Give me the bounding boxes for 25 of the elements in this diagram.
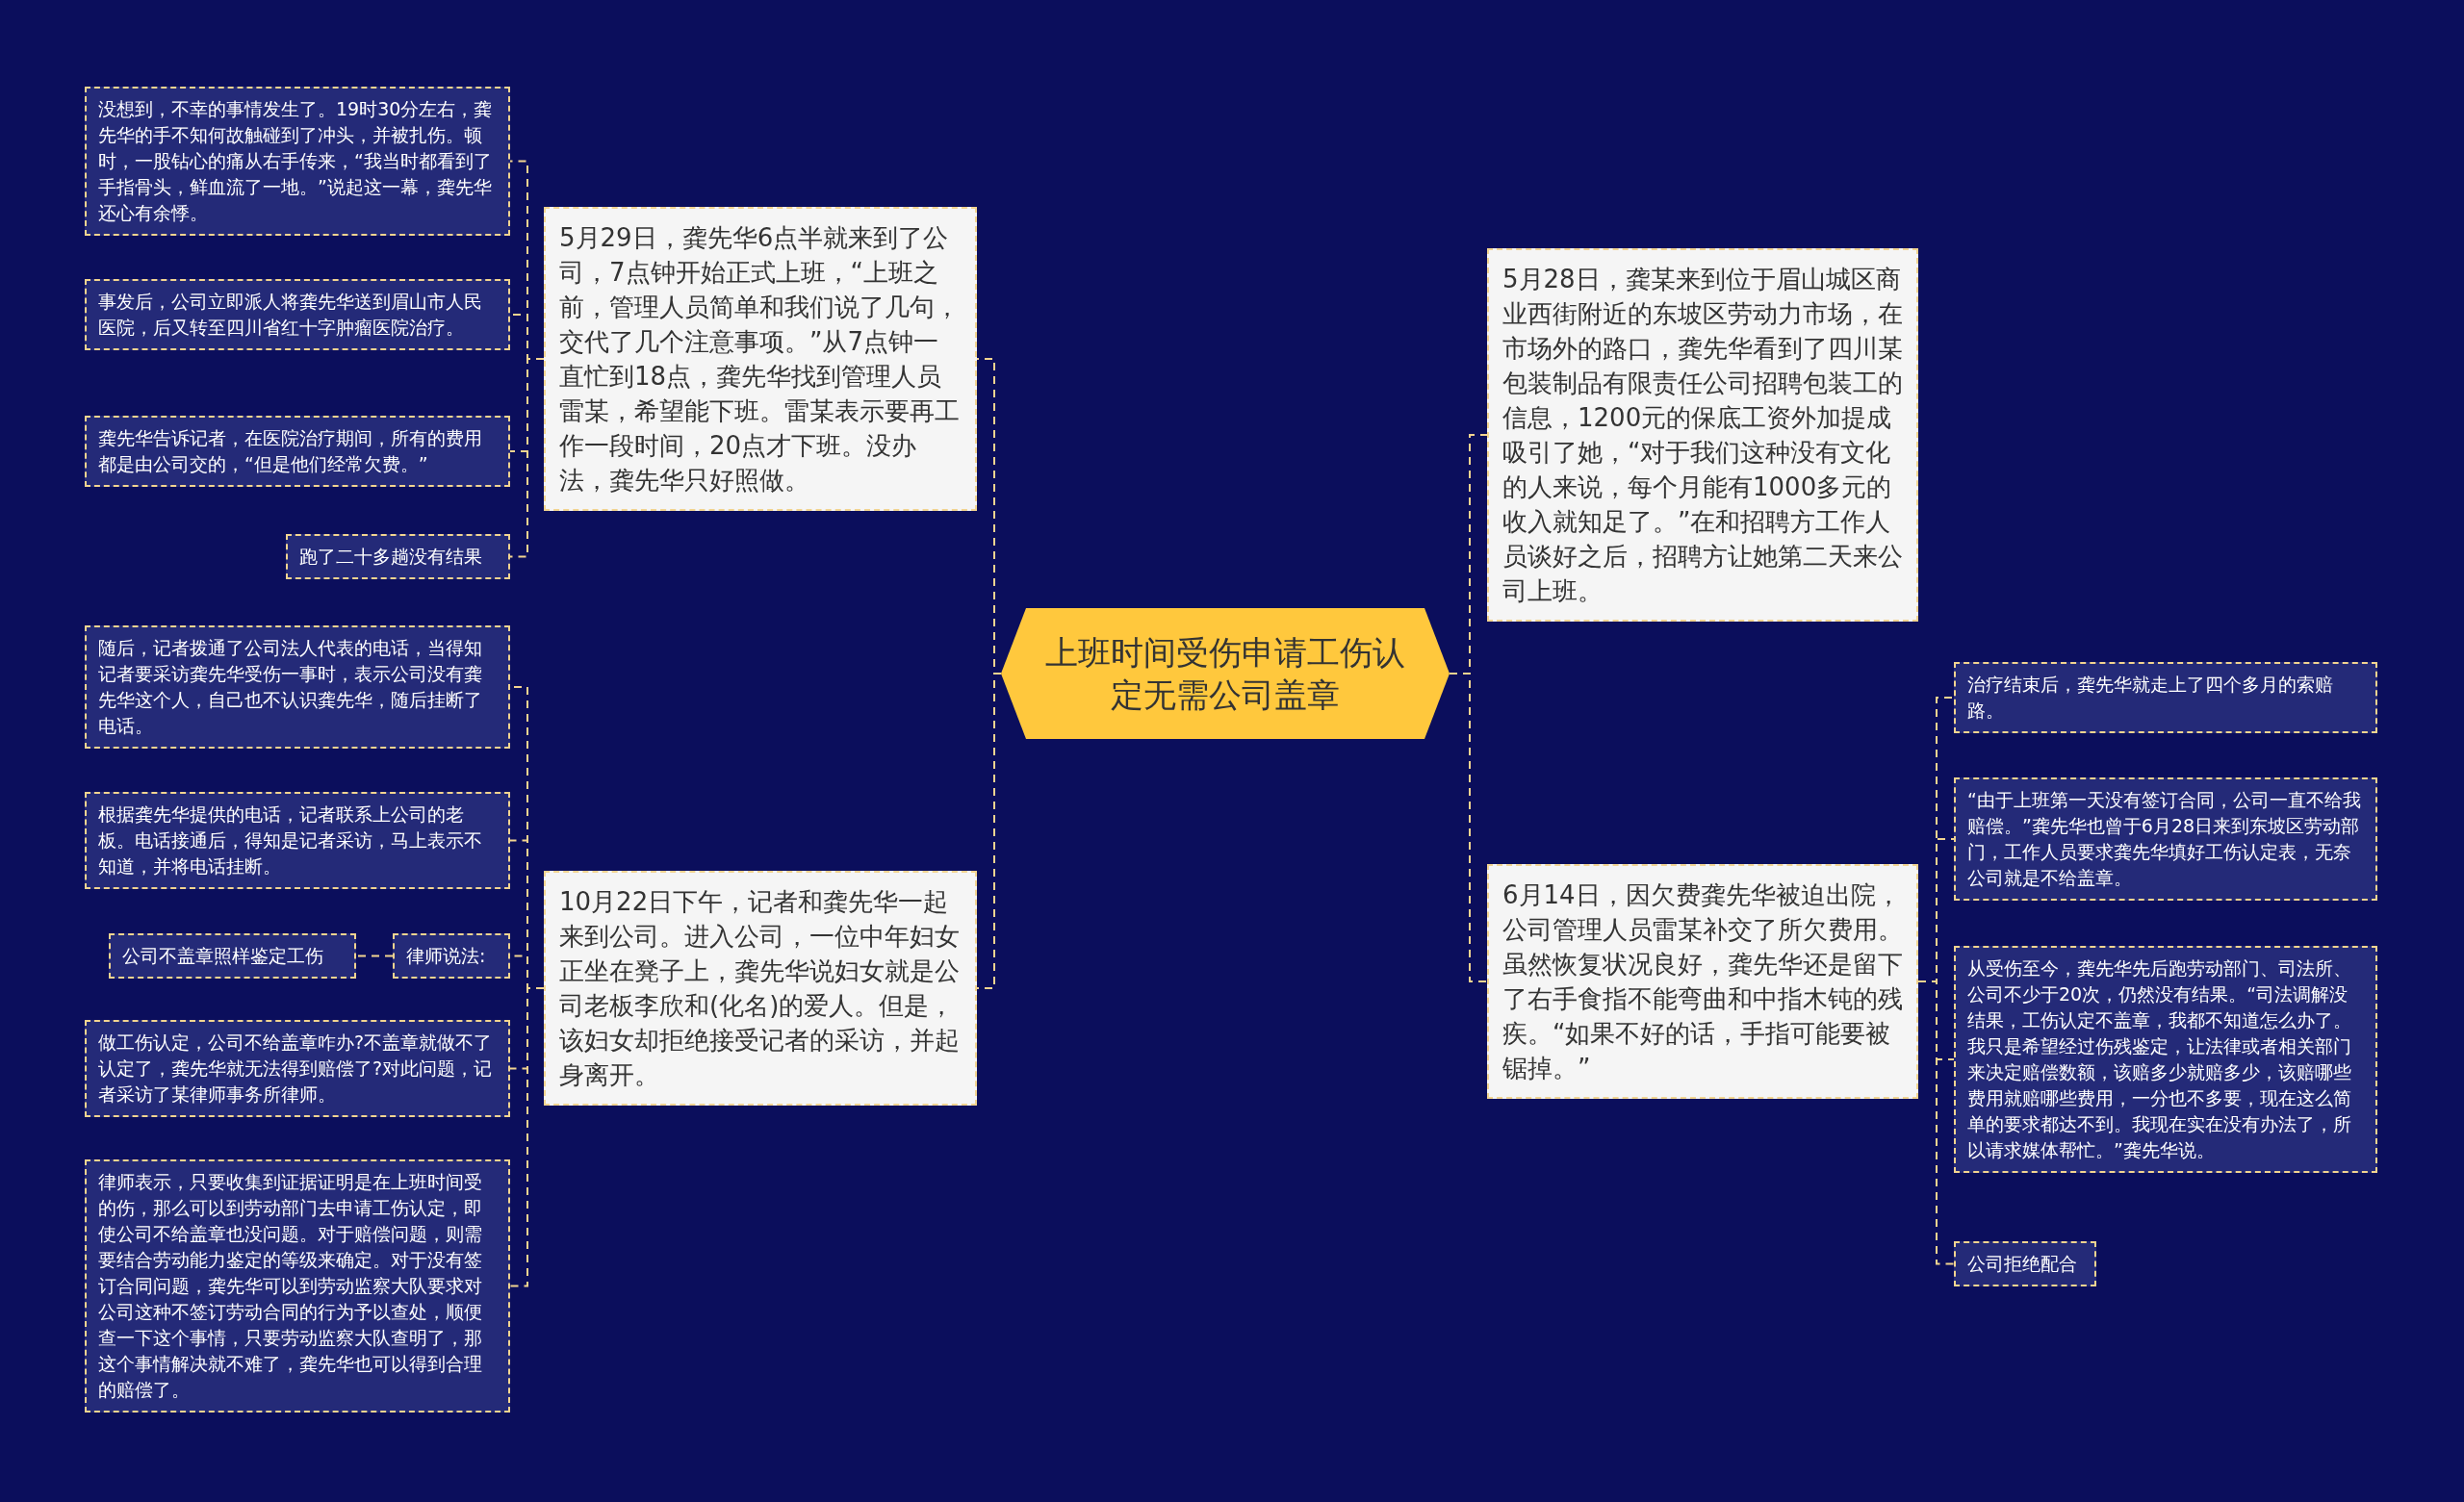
detail-card: 公司拒绝配合 bbox=[1954, 1241, 2096, 1286]
detail-card: “由于上班第一天没有签订合同，公司一直不给我赔偿。”龚先华也曾于6月28日来到东坡区劳动部门，工作人员要求龚先华填好工伤认定表，无奈公司就是不给盖章。 bbox=[1954, 777, 2377, 901]
detail-card: 龚先华告诉记者，在医院治疗期间，所有的费用都是由公司交的，“但是他们经常欠费。” bbox=[85, 416, 510, 487]
detail-card: 从受伤至今，龚先华先后跑劳动部门、司法所、公司不少于20次，仍然没有结果。“司法调解没结果，工伤认定不盖章，我都不知道怎么办了。我只是希望经过伤残鉴定，让法律或者相关部门来决定赔偿数额，该赔多少就赔多少，该赔哪些费用就赔哪些费用，一分也不多要，现在这么简单的要求都达不到。我现在实在没有办法了，所以请求媒体帮忙。”龚先华说。 bbox=[1954, 946, 2377, 1173]
connector-line bbox=[1449, 673, 1488, 982]
detail-card: 随后，记者拨通了公司法人代表的电话，当得知记者要采访龚先华受伤一事时，表示公司没有龚先华这个人，自己也不认识龚先华，随后挂断了电话。 bbox=[85, 625, 510, 749]
detail-card: 事发后，公司立即派人将龚先华送到眉山市人民医院，后又转至四川省红十字肿瘤医院治疗。 bbox=[85, 279, 510, 350]
detail-card: 没想到，不幸的事情发生了。19时30分左右，龚先华的手不知何故触碰到了冲头，并被扎伤。顿时，一股钻心的痛从右手传来，“我当时都看到了手指骨头，鲜血流了一地。”说起这一幕，龚先华还心有余悸。 bbox=[85, 87, 510, 236]
detail-card: 跑了二十多趟没有结果 bbox=[286, 534, 510, 579]
event-card: 6月14日，因欠费龚先华被迫出院，公司管理人员雷某补交了所欠费用。虽然恢复状况良好，龚先华还是留下了右手食指不能弯曲和中指木钝的残疾。“如果不好的话，手指可能要被锯掉。” bbox=[1487, 864, 1918, 1099]
detail-card: 做工伤认定，公司不给盖章咋办?不盖章就做不了认定了，龚先华就无法得到赔偿了?对此问题，记者采访了某律师事务所律师。 bbox=[85, 1020, 510, 1117]
connector-line bbox=[509, 358, 545, 558]
detail-card: 公司不盖章照样鉴定工伤 bbox=[109, 933, 356, 979]
connector-line bbox=[1917, 980, 1955, 1265]
detail-card: 根据龚先华提供的电话，记者联系上公司的老板。电话接通后，得知是记者采访，马上表示不知道，并将电话挂断。 bbox=[85, 792, 510, 889]
event-card: 5月28日，龚某来到位于眉山城区商业西街附近的东坡区劳动力市场，在市场外的路口，龚先华看到了四川某包装制品有限责任公司招聘包装工的信息，1200元的保底工资外加提成吸引了她，“对于我们这种没有文化的人来说，每个月能有1000多元的收入就知足了。”在和招聘方工作人员谈好之后，招聘方让她第二天来公司上班。 bbox=[1487, 248, 1918, 622]
detail-card: 律师说法: bbox=[393, 933, 510, 979]
detail-card: 治疗结束后，龚先华就走上了四个多月的索赔路。 bbox=[1954, 662, 2377, 733]
detail-card: 律师表示，只要收集到证据证明是在上班时间受的伤，那么可以到劳动部门去申请工伤认定，即使公司不给盖章也没问题。对于赔偿问题，则需要结合劳动能力鉴定的等级来确定。对于没有签订合同问题，龚先华可以到劳动监察大队要求对公司这种不签订劳动合同的行为予以查处，顺便查一下这个事情，只要劳动监察大队查明了，那这个事情解决就不难了，龚先华也可以得到合理的赔偿了。 bbox=[85, 1159, 510, 1413]
event-card: 5月29日，龚先华6点半就来到了公司，7点钟开始正式上班，“上班之前，管理人员简单和我们说了几句，交代了几个注意事项。”从7点钟一直忙到18点，龚先华找到管理人员雷某，希望能下班。雷某表示要再工作一段时间，20点才下班。没办法，龚先华只好照做。 bbox=[544, 207, 977, 511]
connector-line bbox=[509, 987, 545, 1287]
topic-title: 上班时间受伤申请工伤认定无需公司盖章 bbox=[1044, 632, 1406, 716]
event-card: 10月22日下午，记者和龚先华一起来到公司。进入公司，一位中年妇女正坐在凳子上，龚先华说妇女就是公司老板李欣和(化名)的爱人。但是，该妇女却拒绝接受记者的采访，并起身离开。 bbox=[544, 871, 977, 1106]
connector-line bbox=[355, 955, 394, 957]
topic-hexagon bbox=[1001, 608, 1450, 739]
